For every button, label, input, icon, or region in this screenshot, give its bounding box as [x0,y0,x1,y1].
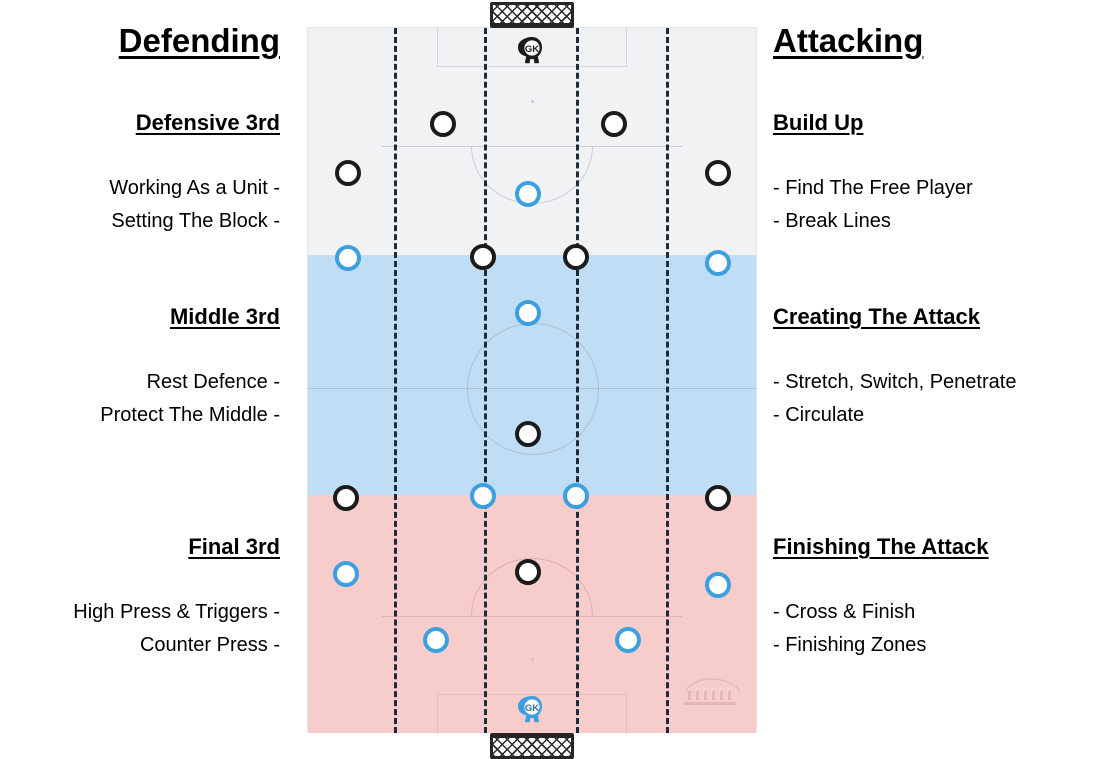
attacking-point: - Stretch, Switch, Penetrate [773,371,1017,393]
player-marker-blue [423,627,449,653]
attacking-point: - Circulate [773,404,865,426]
defending-point: High Press & Triggers - [73,601,280,623]
pitch-diagram: GK GK [307,2,757,759]
defending-point: Rest Defence - [146,371,280,393]
attacking-block-finishing-the-attack: Finishing The Attack - Cross & Finish - … [773,536,989,662]
player-marker-blue [705,572,731,598]
attacking-point: - Cross & Finish [773,601,916,623]
player-marker-black [335,160,361,186]
player-marker-black [601,111,627,137]
player-marker-black [705,485,731,511]
defending-column: Defending Defensive 3rd Working As a Uni… [0,0,300,759]
goal-net-bottom [490,733,574,759]
attacking-block-creating-the-attack: Creating The Attack - Stretch, Switch, P… [773,306,1016,432]
player-marker-blue [515,181,541,207]
player-marker-blue [335,245,361,271]
player-marker-black [470,244,496,270]
phase-title-middle-third: Middle 3rd [169,304,280,329]
penalty-spot-bottom [530,658,534,661]
player-marker-blue [515,300,541,326]
player-marker-black [333,485,359,511]
player-marker-black [430,111,456,137]
player-marker-black [705,160,731,186]
phase-title-final-third: Final 3rd [188,534,280,559]
attacking-point: - Find The Free Player [773,177,973,199]
corridor-line-4 [666,28,669,733]
attacking-point: - Break Lines [773,210,891,232]
defending-point: Protect The Middle - [100,404,280,426]
penalty-spot-top [530,100,534,103]
attacking-block-build-up: Build Up - Find The Free Player - Break … [773,112,973,238]
player-marker-blue [333,561,359,587]
goalkeeper-top-icon: GK [515,34,549,68]
defending-block-middle-third: Middle 3rd Rest Defence - Protect The Mi… [100,306,280,432]
player-marker-blue [563,483,589,509]
player-marker-black [515,559,541,585]
svg-text:GK: GK [525,703,539,714]
goal-net-top [490,2,574,28]
defending-point: Working As a Unit - [109,177,280,199]
player-marker-blue [615,627,641,653]
phase-title-creating-the-attack: Creating The Attack [773,304,981,329]
player-marker-blue [705,250,731,276]
penalty-arc-bottom [471,558,593,616]
goalkeeper-bottom-icon: GK [515,693,549,727]
goal-area-bottom [437,694,627,734]
phase-title-defensive-third: Defensive 3rd [135,110,280,135]
corridor-line-2 [484,28,487,733]
watermark-logo [680,669,748,709]
penalty-box-bottom [382,616,682,617]
phase-title-build-up: Build Up [773,110,864,135]
svg-text:GK: GK [525,44,539,55]
defending-block-defensive-third: Defensive 3rd Working As a Unit - Settin… [109,112,280,238]
player-marker-blue [470,483,496,509]
corridor-line-3 [576,28,579,733]
player-marker-black [563,244,589,270]
defending-title: Defending [118,22,280,59]
attacking-point: - Finishing Zones [773,634,927,656]
attacking-column: Attacking Build Up - Find The Free Playe… [765,0,1093,759]
player-marker-black [515,421,541,447]
defending-point: Counter Press - [139,634,280,656]
phase-title-finishing-the-attack: Finishing The Attack [773,534,989,559]
defending-block-final-third: Final 3rd High Press & Triggers - Counte… [73,536,280,662]
corridor-line-1 [394,28,397,733]
band-defensive-third [308,28,756,255]
goal-area-top [437,27,627,67]
attacking-title: Attacking [773,22,924,59]
defending-point: Setting The Block - [111,210,280,232]
